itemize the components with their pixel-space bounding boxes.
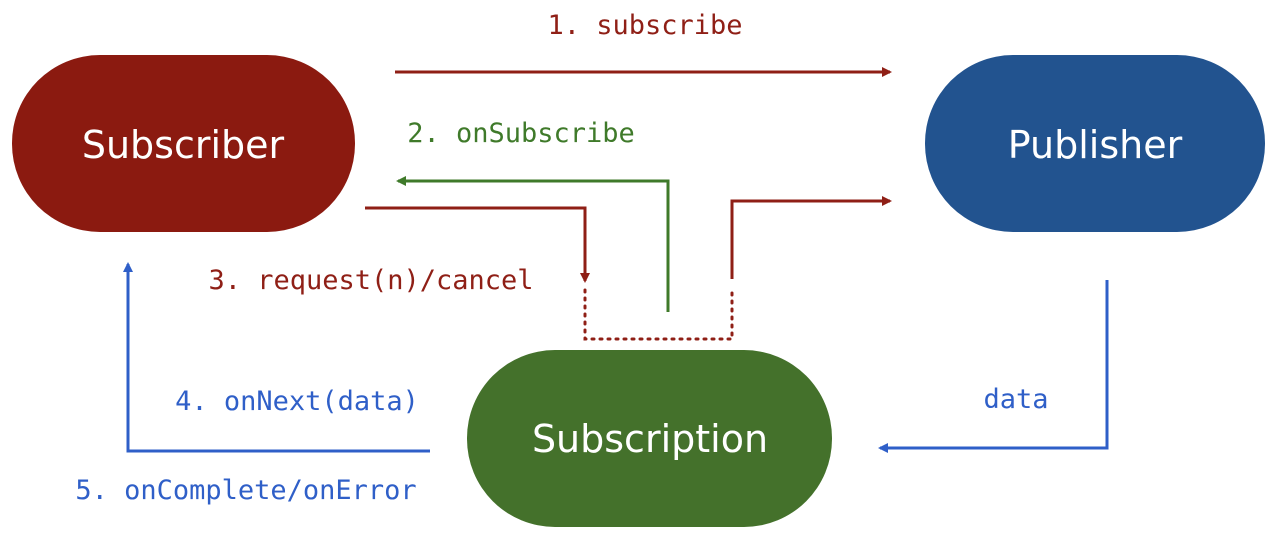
request-to-publisher-arrow	[730, 196, 892, 279]
data-arrow	[878, 280, 1109, 453]
request-cancel-arrow	[365, 206, 590, 283]
publisher-label: Publisher	[1008, 123, 1183, 167]
request-cancel-label: 3. request(n)/cancel	[208, 265, 533, 296]
subscription-node: Subscription	[467, 350, 832, 527]
on-next-arrow	[123, 262, 430, 453]
on-subscribe-label: 2. onSubscribe	[407, 118, 635, 149]
data-label: data	[983, 384, 1048, 415]
request-dotted-bridge	[583, 288, 734, 341]
on-next-label: 4. onNext(data)	[175, 386, 419, 417]
subscribe-label: 1. subscribe	[547, 10, 742, 41]
subscriber-node: Subscriber	[12, 55, 355, 232]
on-complete-label: 5. onComplete/onError	[75, 475, 416, 506]
on-subscribe-arrow	[396, 176, 670, 312]
publisher-node: Publisher	[925, 55, 1265, 232]
subscription-label: Subscription	[532, 417, 768, 461]
subscriber-label: Subscriber	[82, 123, 285, 167]
